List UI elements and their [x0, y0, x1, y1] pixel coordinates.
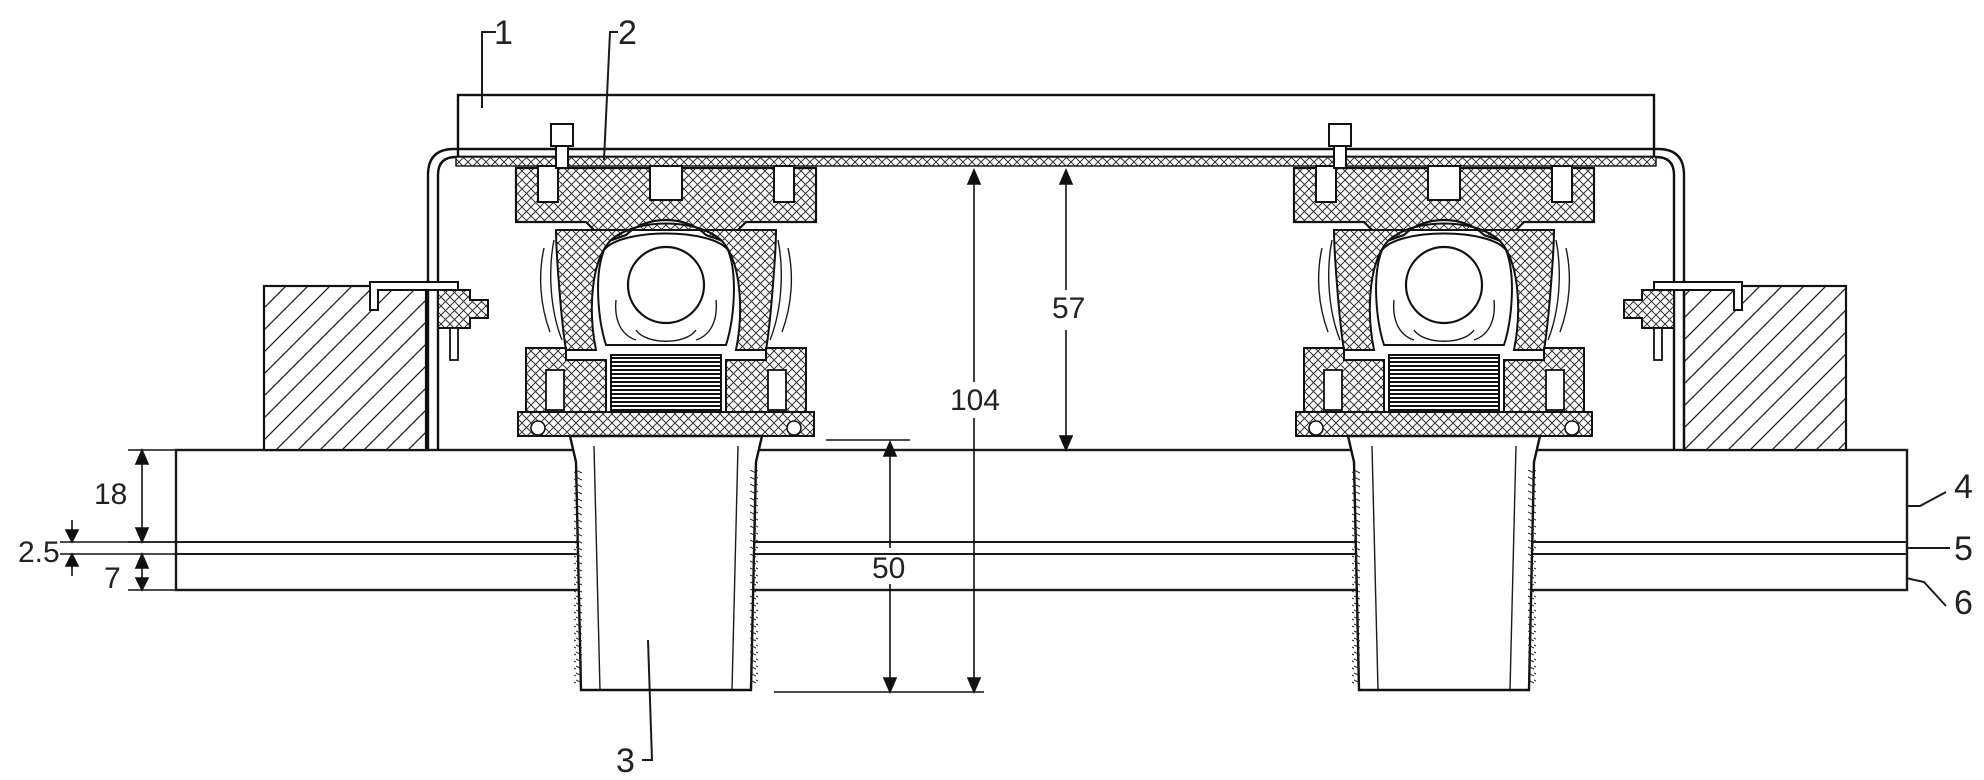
- insulation-block-left: [262, 284, 428, 452]
- drain-outlet-left: [514, 122, 818, 692]
- callout-2: 2: [618, 14, 637, 52]
- drain-channel-body: [369, 147, 1743, 450]
- dimension-57: 57: [1052, 292, 1085, 325]
- dimension-lines: [60, 167, 1074, 695]
- dimension-104: 104: [950, 384, 1000, 417]
- callout-3: 3: [616, 742, 635, 780]
- callout-4: 4: [1954, 468, 1973, 506]
- callout-6: 6: [1954, 584, 1973, 622]
- floor-layers: [174, 448, 1909, 592]
- callout-1: 1: [494, 14, 513, 52]
- callout-5: 5: [1954, 530, 1973, 568]
- dimension-18: 18: [94, 478, 127, 511]
- dimension-50: 50: [872, 552, 905, 585]
- drain-outlet-right: [1292, 122, 1596, 692]
- dimension-7: 7: [104, 562, 121, 595]
- dimension-2-5: 2.5: [18, 536, 60, 569]
- insulation-block-right: [1682, 284, 1848, 452]
- cover-plate: [456, 93, 1656, 159]
- callout-leaders: [481, 31, 1950, 761]
